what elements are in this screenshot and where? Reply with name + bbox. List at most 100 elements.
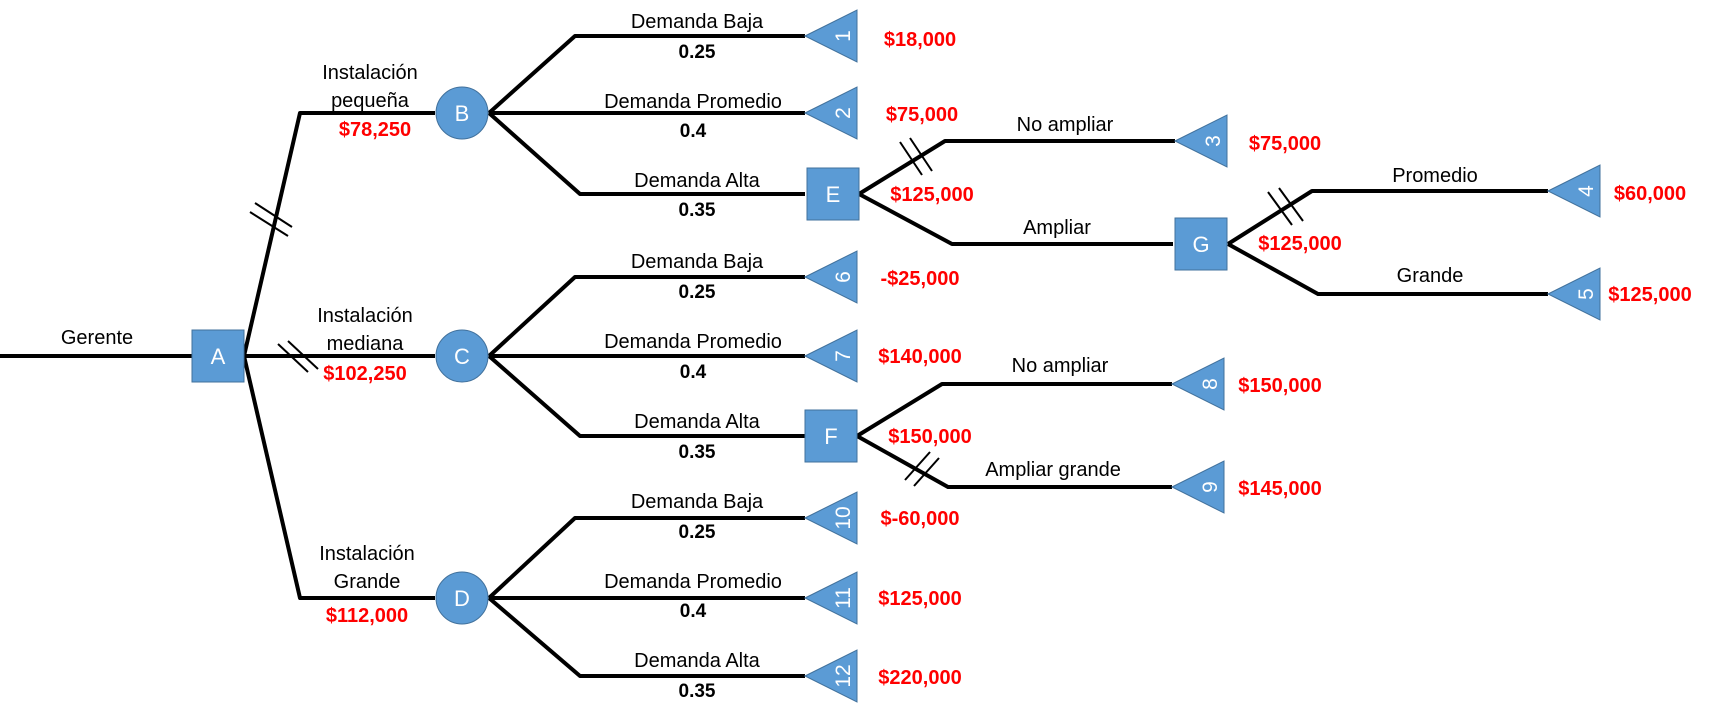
edge-e-g (858, 192, 1173, 246)
edge-e-3 (857, 139, 1175, 196)
leaf-node-2-label: 2 (832, 107, 855, 119)
edge-f-8 (855, 382, 1172, 438)
branch-d3-prob: 0.35 (679, 681, 716, 702)
edge-g-4 (1226, 189, 1548, 246)
leaf-node-10: 10 (803, 491, 858, 545)
prune-marks (249, 137, 1304, 487)
chance-node-c-label: C (454, 344, 470, 369)
branch-e2-name: Ampliar (1023, 217, 1091, 239)
leaf-node-6-value: -$25,000 (881, 268, 960, 290)
branch-b1-name: Demanda Baja (631, 11, 764, 33)
leaf-node-11-value: $125,000 (878, 588, 961, 610)
leaf-node-8-value: $150,000 (1238, 375, 1321, 397)
chance-node-b: B (435, 86, 489, 140)
chance-node-c-name-line1: Instalación (317, 305, 413, 327)
edge-a-d (242, 355, 435, 600)
leaf-node-1-value: $18,000 (884, 29, 956, 51)
branch-f2-name: Ampliar grande (985, 459, 1121, 481)
branch-e1-name: No ampliar (1017, 114, 1114, 136)
chance-node-b-name-line1: Instalación (322, 62, 418, 84)
branch-f1-name: No ampliar (1012, 355, 1109, 377)
decision-node-g-value: $125,000 (1258, 233, 1341, 255)
edge-d-10 (487, 516, 805, 600)
edge-g-5 (1227, 242, 1548, 296)
root-label: Gerente (61, 327, 133, 349)
branch-d3-name: Demanda Alta (634, 650, 761, 672)
chance-node-d-value: $112,000 (326, 605, 408, 627)
prune-mark-f-9 (904, 451, 940, 487)
leaf-node-10-value: $-60,000 (881, 508, 960, 530)
chance-node-d-name-line1: Instalación (319, 543, 415, 565)
chance-node-c-value: $102,250 (323, 363, 406, 385)
edge-c-f (487, 354, 805, 438)
leaf-node-1-label: 1 (832, 30, 855, 42)
edges (0, 34, 1548, 678)
branch-c3-name: Demanda Alta (634, 411, 761, 433)
leaf-node-4: 4 (1546, 164, 1601, 218)
leaf-node-5: 5 (1546, 267, 1601, 321)
decision-node-g-label: G (1192, 232, 1209, 257)
branch-d2-prob: 0.4 (680, 601, 707, 622)
chance-node-b-label: B (455, 101, 470, 126)
chance-node-c: C (435, 329, 489, 383)
leaf-node-12: 12 (803, 649, 858, 703)
branch-b2-prob: 0.4 (680, 121, 707, 142)
leaf-node-4-label: 4 (1575, 185, 1598, 197)
prune-mark-a-c (277, 340, 319, 373)
edge-b-1 (487, 34, 805, 115)
decision-node-e: E (806, 167, 860, 221)
branch-b3-prob: 0.35 (679, 200, 716, 221)
leaf-node-7: 7 (803, 329, 858, 383)
leaf-node-6-label: 6 (832, 271, 855, 283)
branch-c1-prob: 0.25 (679, 282, 716, 303)
leaf-node-4-value: $60,000 (1614, 183, 1686, 205)
leaf-node-5-value: $125,000 (1608, 284, 1691, 306)
leaf-node-8-label: 8 (1199, 378, 1222, 390)
branch-g1-name: Promedio (1392, 165, 1478, 187)
branch-c3-prob: 0.35 (679, 442, 716, 463)
edge-b-e (487, 111, 805, 196)
chance-node-b-value: $78,250 (339, 119, 411, 141)
edge-f-9 (856, 434, 1172, 489)
edge-c-6 (487, 275, 805, 358)
leaf-node-11-label: 11 (832, 587, 855, 609)
branch-b3-name: Demanda Alta (634, 170, 761, 192)
leaf-node-5-label: 5 (1575, 288, 1598, 300)
chance-node-b-name-line2: pequeña (331, 90, 410, 112)
decision-node-f-value: $150,000 (888, 426, 971, 448)
leaf-node-2-value: $75,000 (886, 104, 958, 126)
chance-node-c-name-line2: mediana (327, 333, 405, 355)
branch-g2-name: Grande (1397, 265, 1464, 287)
prune-mark-g-4 (1267, 187, 1304, 226)
branch-c2-name: Demanda Promedio (604, 331, 782, 353)
leaf-node-8: 8 (1170, 357, 1225, 411)
leaf-node-3: 3 (1173, 114, 1228, 168)
decision-node-f: F (804, 409, 858, 463)
branch-c1-name: Demanda Baja (631, 251, 764, 273)
leaf-node-7-label: 7 (832, 350, 855, 362)
leaf-node-9-value: $145,000 (1238, 478, 1321, 500)
edge-a-b (242, 111, 435, 357)
leaf-node-9: 9 (1170, 460, 1225, 514)
leaf-node-10-label: 10 (832, 506, 855, 529)
branch-d2-name: Demanda Promedio (604, 571, 782, 593)
edge-d-12 (487, 596, 805, 678)
decision-node-e-value: $125,000 (890, 184, 973, 206)
leaf-node-12-value: $220,000 (878, 667, 961, 689)
leaf-node-11: 11 (803, 571, 858, 625)
decision-node-e-label: E (826, 182, 841, 207)
leaf-node-2: 2 (803, 86, 858, 140)
leaf-node-3-label: 3 (1202, 135, 1225, 147)
chance-node-d-name-line2: Grande (334, 571, 401, 593)
leaf-node-12-label: 12 (832, 664, 855, 687)
prune-mark-e-3 (899, 137, 933, 176)
prune-mark-a-b (249, 202, 293, 237)
branch-c2-prob: 0.4 (680, 362, 707, 383)
branch-d1-prob: 0.25 (679, 522, 716, 543)
branch-b2-name: Demanda Promedio (604, 91, 782, 113)
leaf-node-3-value: $75,000 (1249, 133, 1321, 155)
decision-node-g: G (1174, 217, 1228, 271)
branch-b1-prob: 0.25 (679, 42, 716, 63)
leaf-node-7-value: $140,000 (878, 346, 961, 368)
